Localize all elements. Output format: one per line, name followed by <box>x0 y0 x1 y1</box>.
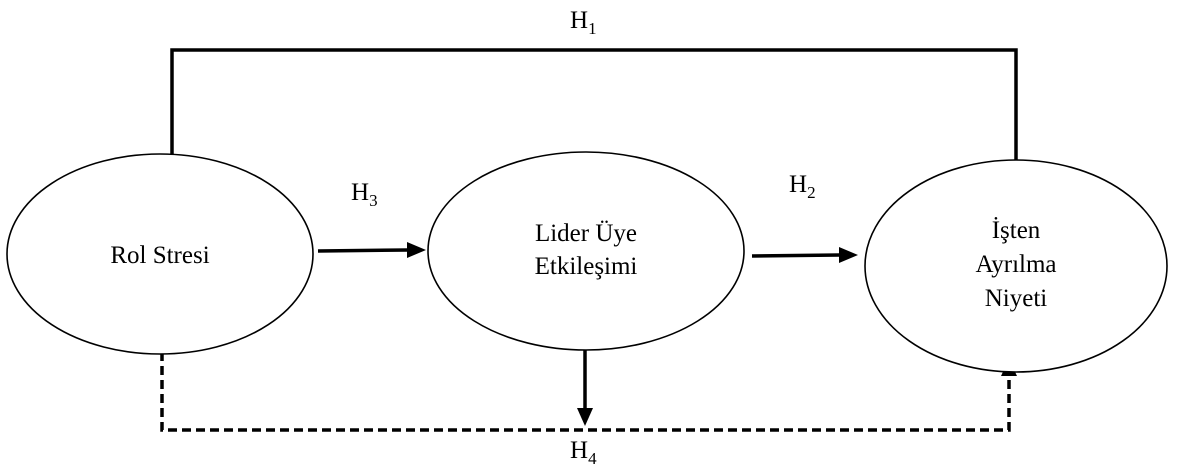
node-label-isten-ayrilma-line1: İşten <box>992 217 1041 244</box>
hypothesis-label-h1: H1 <box>570 7 597 38</box>
hypothesis-h4-subscript: 4 <box>588 449 597 468</box>
hypothesis-h3-subscript: 3 <box>369 191 378 210</box>
node-label-lider-uye-line2: Etkileşimi <box>535 253 638 280</box>
node-isten-ayrilma-niyeti: İşten Ayrılma Niyeti <box>864 159 1168 373</box>
hypothesis-h2-subscript: 2 <box>807 183 816 202</box>
hypothesis-label-h4: H4 <box>570 437 597 468</box>
ellipse-isten-ayrilma-niyeti <box>864 159 1168 373</box>
arrowhead-h2 <box>839 247 858 263</box>
path-h2 <box>751 247 858 263</box>
node-lider-uye-etkilesimi: Lider Üye Etkileşimi <box>427 151 745 351</box>
ellipse-lider-uye-etkilesimi <box>427 151 745 351</box>
hypothesis-label-h3: H3 <box>351 179 378 210</box>
node-label-lider-uye-line1: Lider Üye <box>535 220 637 247</box>
path-h4 <box>160 348 1017 432</box>
ellipse-rol-stresi <box>6 153 314 355</box>
node-rol-stresi: Rol Stresi <box>6 153 314 355</box>
node-label-isten-ayrilma-line3: Niyeti <box>985 285 1048 312</box>
arrowhead-h3 <box>407 242 426 258</box>
hypothesis-h1-letter: H <box>570 7 588 34</box>
hypothesis-h3-letter: H <box>351 179 369 206</box>
hypothesis-label-h2: H2 <box>789 171 816 202</box>
arrowhead-h4-down <box>577 408 593 426</box>
hypothesis-h4-letter: H <box>570 437 588 464</box>
node-label-rol-stresi: Rol Stresi <box>110 242 209 269</box>
hypothesis-h2-letter: H <box>789 171 807 198</box>
hypothesis-h1-subscript: 1 <box>588 19 597 38</box>
node-label-isten-ayrilma-line2: Ayrılma <box>975 251 1056 278</box>
path-h3 <box>317 242 426 258</box>
